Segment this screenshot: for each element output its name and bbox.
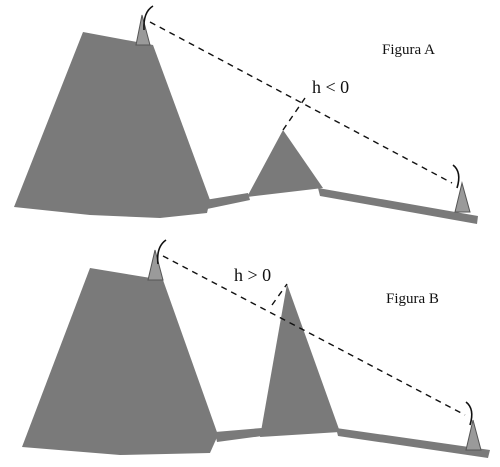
- figure-b-line-of-sight: [162, 255, 466, 416]
- figure-b-left-antenna-arc: [156, 239, 167, 265]
- figure-b: h > 0 Figura B: [22, 239, 490, 458]
- figure-a-ground-left: [205, 193, 250, 209]
- figure-b-title: Figura B: [386, 291, 439, 307]
- figure-a-middle-obstacle: [247, 130, 323, 197]
- figure-a-left-antenna: [135, 14, 151, 46]
- figure-a-title: Figura A: [382, 42, 435, 58]
- figure-b-ground-left: [215, 428, 262, 442]
- figure-a: h < 0 Figura A: [14, 5, 478, 224]
- figure-a-right-antenna: [454, 181, 471, 213]
- figure-a-h-label: h < 0: [312, 77, 349, 97]
- figure-b-right-antenna-arc: [465, 401, 473, 426]
- figure-b-left-mountain: [22, 268, 218, 455]
- figure-a-left-mountain: [14, 32, 210, 218]
- figure-a-line-of-sight: [149, 21, 453, 184]
- figure-b-h-label: h > 0: [234, 265, 271, 285]
- figure-a-ground-right: [318, 188, 478, 224]
- figure-b-h-distance-line: [271, 283, 288, 306]
- figure-b-right-antenna: [465, 419, 482, 451]
- figure-a-right-antenna-arc: [452, 164, 460, 189]
- figure-b-ground-right: [336, 428, 490, 458]
- figure-a-h-distance-line: [282, 97, 306, 131]
- figure-b-middle-obstacle: [260, 284, 340, 437]
- figure-a-left-antenna-arc: [143, 5, 154, 31]
- figure-b-left-antenna: [147, 249, 164, 281]
